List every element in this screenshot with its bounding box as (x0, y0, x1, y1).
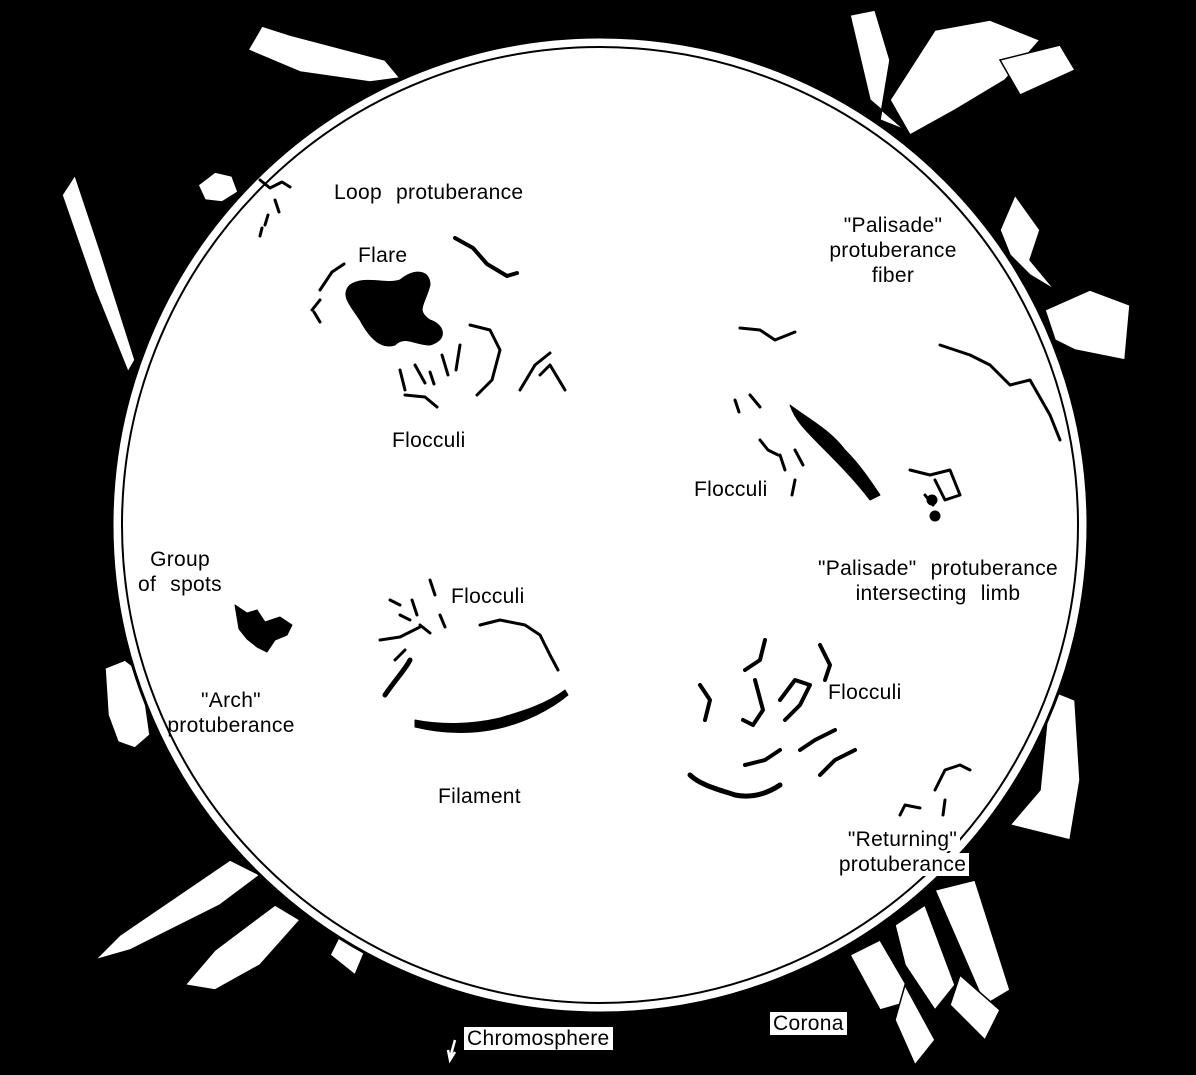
ray-right-fan (1045, 290, 1130, 360)
label-returning-protuberance: "Returning" protuberance (820, 827, 985, 877)
floccule-dot-2 (930, 511, 940, 521)
label-returning-protuberance-line-2: protuberance (836, 853, 969, 876)
label-palisade-limb-line-1: "Palisade" protuberance (815, 557, 1061, 580)
loop-protuberance-shape (198, 172, 238, 202)
label-flocculi-top-left: Flocculi (392, 428, 466, 453)
label-chromosphere: Chromosphere (464, 1026, 613, 1051)
label-corona-text: Corona (770, 1012, 847, 1035)
label-palisade-fiber-line-2: protuberance (818, 238, 968, 263)
label-palisade-fiber: "Palisade" protuberance fiber (818, 213, 968, 288)
label-loop-protuberance: Loop protuberance (334, 180, 523, 205)
label-flare-text: Flare (358, 244, 407, 267)
label-flocculi-top-left-text: Flocculi (392, 429, 466, 452)
label-flocculi-lower-right: Flocculi (828, 680, 902, 705)
label-palisade-fiber-line-3: fiber (818, 263, 968, 288)
label-palisade-fiber-line-1: "Palisade" (818, 213, 968, 238)
label-chromosphere-text: Chromosphere (464, 1027, 613, 1050)
label-filament-text: Filament (438, 785, 521, 808)
label-flocculi-center-text: Flocculi (451, 585, 525, 608)
ray-top-left (248, 26, 400, 82)
label-group-of-spots-line-1: Group (120, 547, 240, 572)
label-arch-protuberance: "Arch" protuberance (146, 688, 316, 738)
label-flocculi-lower-right-text: Flocculi (828, 681, 902, 704)
ray-left (62, 175, 135, 372)
label-arch-protuberance-line-2: protuberance (146, 713, 316, 738)
label-group-of-spots: Group of spots (120, 547, 240, 597)
label-palisade-limb: "Palisade" protuberance intersecting lim… (798, 556, 1078, 606)
label-group-of-spots-line-2: of spots (120, 572, 240, 597)
floccule-dot-1 (927, 495, 937, 505)
label-flocculi-center: Flocculi (451, 584, 525, 609)
label-flocculi-right: Flocculi (694, 477, 768, 502)
label-corona: Corona (770, 1011, 847, 1036)
label-flocculi-right-text: Flocculi (694, 478, 768, 501)
label-flare: Flare (358, 243, 407, 268)
label-arch-protuberance-line-1: "Arch" (146, 688, 316, 713)
label-filament: Filament (438, 784, 521, 809)
label-loop-protuberance-text: Loop protuberance (334, 181, 523, 204)
chromosphere-arrow (448, 1040, 455, 1060)
ray-bottom-left-2 (185, 905, 300, 990)
label-returning-protuberance-line-1: "Returning" (845, 828, 960, 851)
label-palisade-limb-line-2: intersecting limb (853, 582, 1024, 605)
